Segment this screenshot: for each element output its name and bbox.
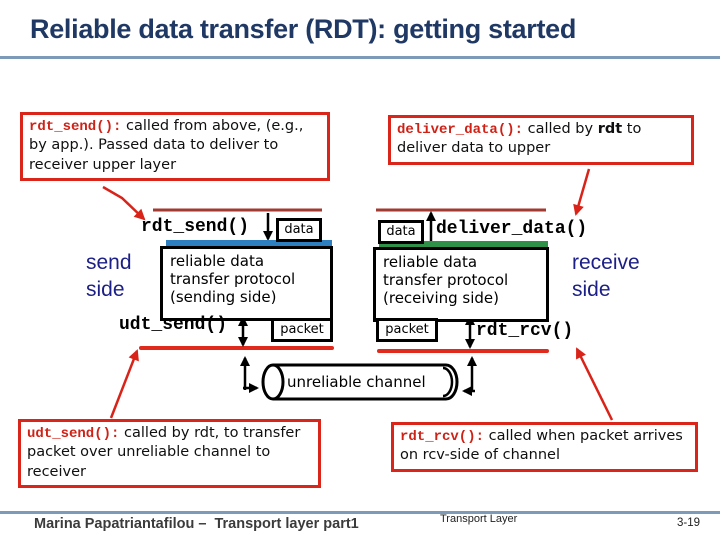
pointer-arrow-deliver-data	[573, 168, 591, 216]
callout-deliver-data-bold: rdt	[597, 121, 623, 137]
pointer-arrow-rdt-send	[102, 185, 146, 221]
channel-cylinder-inner-cap	[442, 366, 454, 398]
receive-side-label: receive side	[572, 251, 640, 302]
send-protocol-line: transfer protocol	[170, 270, 296, 288]
deliver-data-label: deliver_data()	[436, 219, 588, 239]
slide-title: Reliable data transfer (RDT): getting st…	[30, 14, 577, 44]
footer-section: Transport Layer	[440, 513, 518, 525]
data-box-send: data	[276, 218, 322, 242]
send-protocol-line: (sending side)	[170, 288, 277, 306]
send-protocol-line: reliable data	[170, 252, 265, 270]
pointer-arrow-udt-send	[109, 349, 139, 419]
callout-rdt-rcv-code: rdt_rcv():	[400, 429, 485, 445]
receive-protocol-line: transfer protocol	[383, 271, 509, 289]
callout-deliver-data-text-after: to deliver data to upper	[397, 121, 642, 157]
receive-protocol-line: reliable data	[383, 253, 478, 271]
footer-author: Marina Papatriantafilou – Transport laye…	[34, 516, 359, 532]
udt-send-label: udt_send()	[119, 315, 228, 335]
footer-divider	[0, 511, 720, 514]
callout-rdt-send: rdt_send(): called from above, (e.g., by…	[20, 112, 330, 181]
callout-rdt-rcv: rdt_rcv(): called when packet arrives on…	[391, 422, 698, 472]
callout-rdt-send-text: called from above, (e.g., by app.). Pass…	[29, 118, 304, 173]
channel-cylinder-body	[273, 363, 459, 401]
callout-deliver-data-code: deliver_data():	[397, 122, 524, 138]
unreliable-channel-label: unreliable channel	[287, 373, 426, 391]
send-side-label: send side	[86, 251, 132, 302]
footer-page-number: 3-19	[676, 517, 700, 529]
rdt-rcv-label: rdt_rcv()	[476, 321, 574, 341]
receive-protocol-box: reliable data transfer protocol (receivi…	[373, 247, 549, 322]
packet-box-send: packet	[271, 318, 333, 342]
callout-udt-send-code: udt_send():	[27, 426, 120, 442]
callout-deliver-data: deliver_data(): called by rdt to deliver…	[388, 115, 694, 165]
data-box-receive: data	[378, 220, 424, 244]
pointer-arrow-rdt-rcv	[575, 347, 614, 421]
receive-protocol-line: (receiving side)	[383, 289, 499, 307]
callout-udt-send-text: called by rdt, to transfer packet over u…	[27, 425, 301, 480]
rdt-send-label: rdt_send()	[141, 217, 250, 237]
channel-cylinder-left-cap	[261, 363, 285, 401]
packet-box-receive: packet	[376, 318, 438, 342]
title-divider	[0, 56, 720, 59]
callout-rdt-send-code: rdt_send():	[29, 119, 122, 135]
callout-rdt-rcv-text: called when packet arrives on rcv-side o…	[400, 428, 683, 464]
send-protocol-box: reliable data transfer protocol (sending…	[160, 246, 333, 321]
callout-deliver-data-text-before: called by	[523, 121, 598, 137]
callout-udt-send: udt_send(): called by rdt, to transfer p…	[18, 419, 321, 488]
